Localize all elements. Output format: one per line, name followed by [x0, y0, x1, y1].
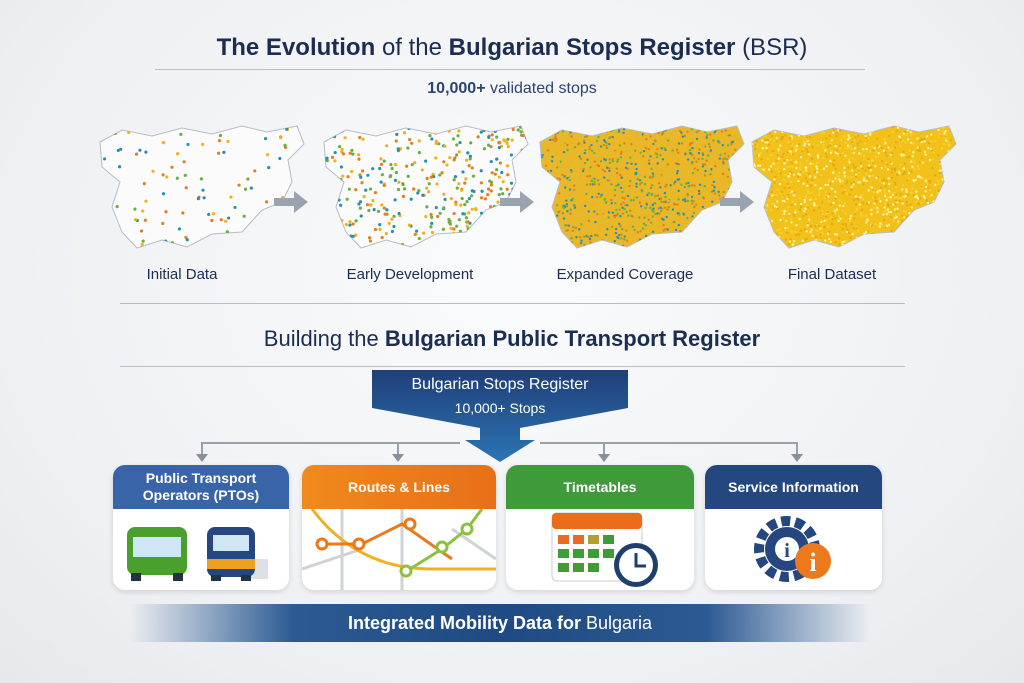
section-title: Building the Bulgarian Public Transport …: [0, 326, 1024, 352]
svg-text:i: i: [809, 548, 816, 577]
banner-title: Bulgarian Stops Register: [411, 376, 589, 393]
divider: [120, 366, 905, 367]
title-part: (BSR): [742, 34, 808, 61]
card-title: Routes & Lines: [302, 465, 496, 509]
route-map-icon: [302, 509, 496, 590]
card-title: Service Information: [705, 465, 882, 509]
section-title-plain: Building the: [263, 326, 379, 351]
card-timetables: Timetables: [506, 465, 694, 590]
map-4: [751, 125, 957, 249]
footer-rest: Bulgaria: [585, 612, 653, 633]
title-part: The Evolution: [216, 34, 376, 61]
arrow-right-icon: [274, 191, 308, 213]
gear-info-icon: i i: [754, 516, 831, 582]
section-title-bold: Bulgarian Public Transport Register: [384, 326, 761, 351]
bus-train-icon: [127, 527, 268, 581]
card-title: Public Transport Operators (PTOs): [113, 465, 289, 509]
footer-bold: Integrated Mobility Data for: [347, 612, 581, 633]
map-3: [539, 125, 745, 249]
map-2: [323, 125, 529, 249]
map-1: [99, 125, 305, 249]
title-part: of the: [381, 34, 442, 61]
arrow-right-icon: [720, 191, 754, 213]
stage-label: Expanded Coverage: [556, 266, 694, 283]
stage-label: Initial Data: [146, 266, 218, 283]
divider: [155, 69, 865, 70]
banner-count: 10,000+ Stops: [454, 400, 546, 416]
subtitle-text: validated stops: [490, 80, 597, 97]
stage-label: Final Dataset: [787, 266, 877, 283]
stage-label: Early Development: [346, 266, 474, 283]
calendar-clock-icon: [551, 512, 658, 587]
card-service-info: Service Information i i: [705, 465, 882, 590]
stops-register-banner: [372, 370, 628, 462]
arrow-right-icon: [500, 191, 534, 213]
footer-banner: Integrated Mobility Data for Bulgaria: [130, 604, 870, 642]
subtitle-count: 10,000+: [427, 80, 486, 97]
svg-text:i: i: [784, 540, 790, 562]
divider: [120, 303, 905, 304]
card-title: Timetables: [506, 465, 694, 509]
subtitle: 10,000+ validated stops: [0, 80, 1024, 98]
card-routes: Routes & Lines: [302, 465, 496, 590]
card-operators: Public Transport Operators (PTOs): [113, 465, 289, 590]
title-part: Bulgarian Stops Register: [448, 34, 736, 61]
main-title: The Evolution of the Bulgarian Stops Reg…: [0, 34, 1024, 62]
